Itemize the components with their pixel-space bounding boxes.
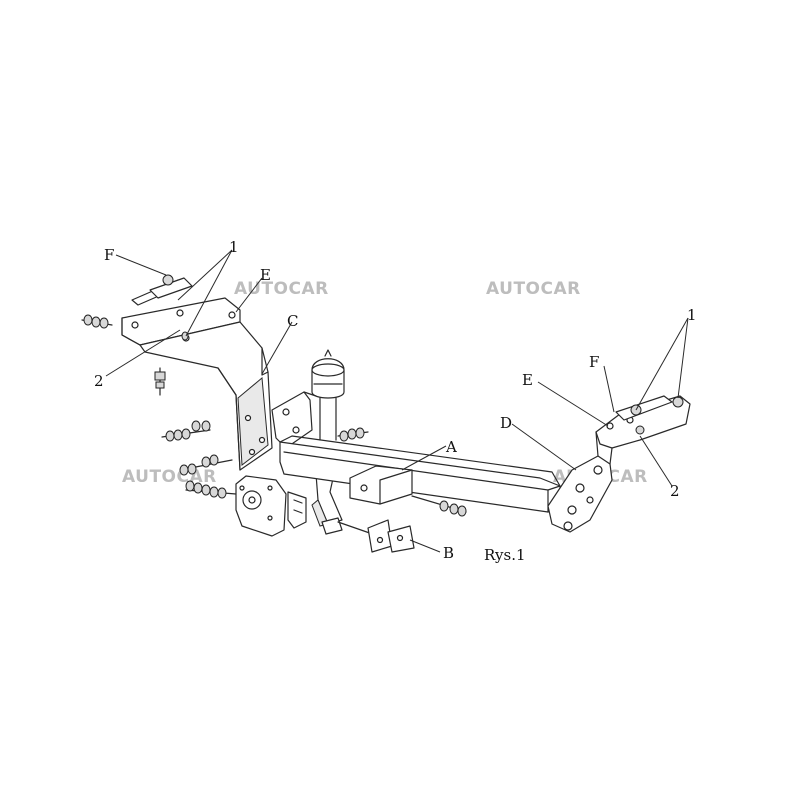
left-mounting-bracket [121, 297, 273, 471]
electrical-socket-plate [235, 475, 307, 537]
watermark-bottom-left: AUTOCAR [122, 467, 217, 487]
callout-1-right: 1 [687, 306, 697, 324]
callout-d: D [500, 414, 512, 432]
leader-lines [105, 249, 689, 553]
callout-f-left: F [104, 246, 114, 264]
callout-2-left: 2 [94, 372, 104, 390]
crossbar-left-end-plate [271, 391, 317, 449]
callout-1-left: 1 [229, 238, 239, 256]
left-clamp-plate-f [131, 274, 193, 306]
figure-caption: Rys.1 [484, 546, 526, 564]
left-lower-bolt-pack [179, 454, 237, 499]
right-mounting-bracket [547, 395, 691, 533]
crossbar-pin-bracket [349, 465, 467, 517]
chain-bracket-b [321, 517, 415, 553]
center-bolt-pack [337, 427, 369, 442]
left-mid-bolt-pack [161, 420, 211, 442]
callout-e-right: E [522, 371, 533, 389]
callout-b: B [443, 544, 454, 562]
right-clamp-plate-f [615, 395, 684, 435]
callout-c: C [287, 312, 298, 330]
left-hanging-bolt [154, 367, 166, 396]
callout-f-right: F [589, 353, 599, 371]
callout-2-right: 2 [670, 482, 680, 500]
tow-ball-with-cap [311, 349, 345, 441]
callout-e-left: E [260, 266, 271, 284]
callout-a: A [445, 438, 457, 456]
watermark-top-right: AUTOCAR [486, 279, 581, 299]
left-upper-bolt-pack [81, 314, 189, 341]
